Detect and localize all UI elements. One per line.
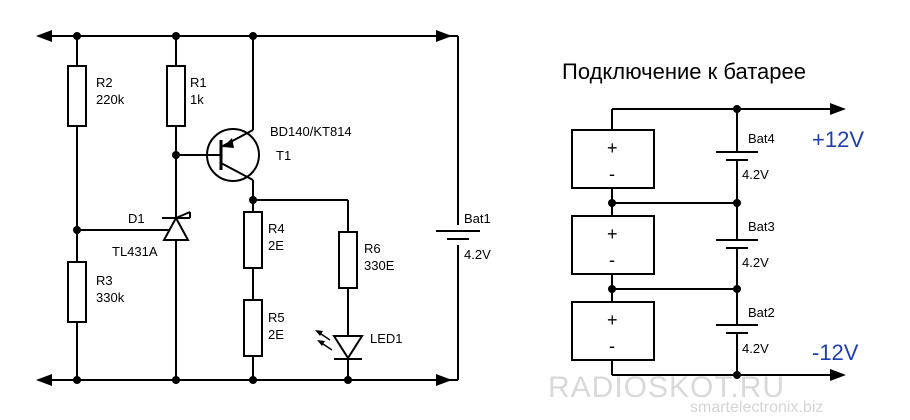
connection-title: Подключение к батарее xyxy=(562,59,806,84)
t1-part: BD140/KT814 xyxy=(270,124,352,139)
r3-ref: R3 xyxy=(96,273,113,288)
r6-value: 330E xyxy=(364,258,395,273)
cell-bat2-plus: + xyxy=(607,310,618,330)
t1-ref: T1 xyxy=(276,148,291,163)
r1-ref: R1 xyxy=(190,75,207,90)
r2-ref: R2 xyxy=(96,75,113,90)
cell-bat4-plus: + xyxy=(607,138,618,158)
transistor-t1 xyxy=(205,32,260,195)
r3-value: 330k xyxy=(96,290,125,305)
r5-ref: R5 xyxy=(268,310,285,325)
r6-led-column xyxy=(315,200,364,384)
bat2-ref: Bat2 xyxy=(748,305,775,320)
d1-part: TL431A xyxy=(112,244,158,259)
led1-ref: LED1 xyxy=(370,331,403,346)
r4-value: 2E xyxy=(268,238,284,253)
top-rail xyxy=(36,30,452,42)
r1-value: 1k xyxy=(190,92,204,107)
bat4-ref: Bat4 xyxy=(748,131,775,146)
watermark-sub: smartelectronix.biz xyxy=(690,399,823,416)
negative-rail xyxy=(612,369,846,381)
bat3-voltage: 4.2V xyxy=(742,255,769,270)
cell-bat4 xyxy=(571,109,758,203)
divider-column xyxy=(67,32,176,384)
bat2-voltage: 4.2V xyxy=(742,341,769,356)
cell-bat2 xyxy=(571,289,758,375)
bat1-value: 4.2V xyxy=(464,247,491,262)
d1-ref: D1 xyxy=(128,211,145,226)
bat1-symbol xyxy=(436,35,480,381)
r1-d1-column xyxy=(162,32,205,384)
r4-r5-column xyxy=(243,195,348,384)
watermark-main: RADIOSKOT.RU xyxy=(548,371,785,404)
cell-bat4-minus: - xyxy=(609,164,615,184)
bat1-ref: Bat1 xyxy=(464,211,491,226)
cell-bat3 xyxy=(571,203,758,289)
r6-ref: R6 xyxy=(364,241,381,256)
link-4-3 xyxy=(608,199,741,216)
cell-bat3-minus: - xyxy=(609,250,615,270)
r2-value: 220k xyxy=(96,92,125,107)
positive-rail xyxy=(611,103,846,130)
link-3-2 xyxy=(608,285,741,302)
bat4-voltage: 4.2V xyxy=(742,167,769,182)
cell-bat2-minus: - xyxy=(609,336,615,356)
bottom-rail xyxy=(36,374,452,386)
negative-rail-label: -12V xyxy=(812,340,859,365)
r4-ref: R4 xyxy=(268,221,285,236)
positive-rail-label: +12V xyxy=(812,127,864,152)
bat3-ref: Bat3 xyxy=(748,219,775,234)
cell-bat3-plus: + xyxy=(607,224,618,244)
r5-value: 2E xyxy=(268,327,284,342)
